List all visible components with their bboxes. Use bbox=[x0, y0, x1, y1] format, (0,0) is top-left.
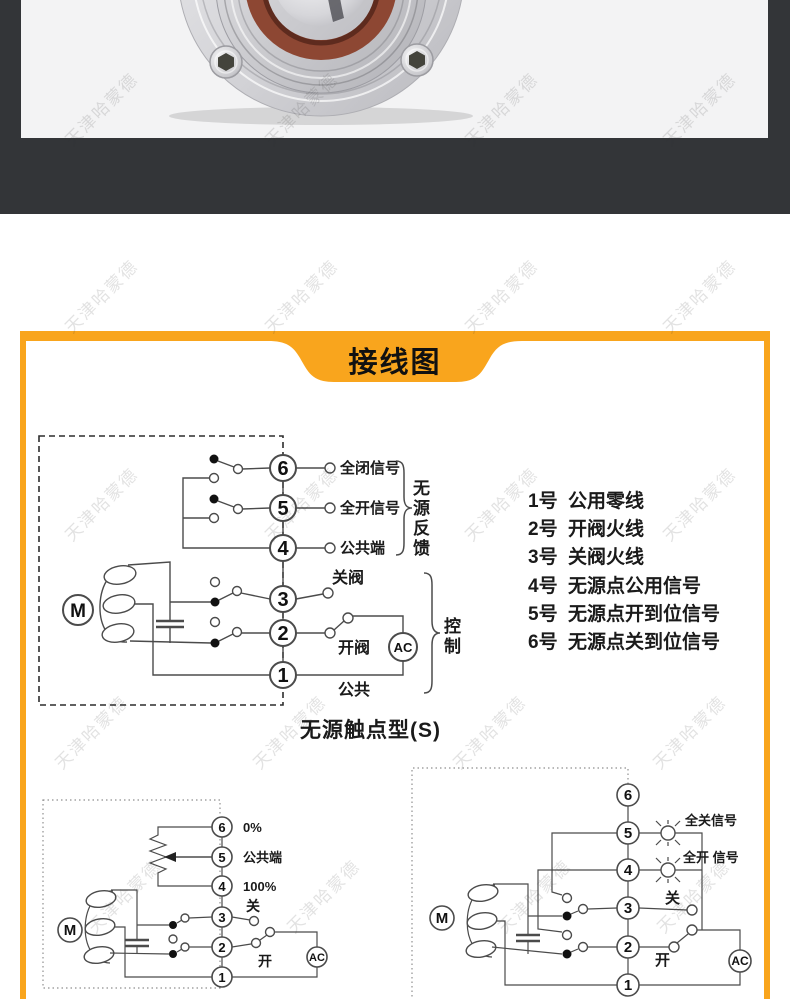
label-0pct: 0% bbox=[243, 820, 262, 835]
hex-screw-left bbox=[209, 45, 243, 79]
label-fully-closed-signal: 全关信号 bbox=[684, 813, 737, 828]
product-photo bbox=[21, 0, 768, 138]
list-item: 5号无源点开到位信号 bbox=[528, 604, 721, 625]
polished-dome bbox=[278, 0, 364, 26]
open-signal-lamp bbox=[639, 857, 681, 883]
terminal-4: 4 bbox=[624, 862, 633, 879]
wiring-section: 接线图 M bbox=[20, 331, 770, 999]
control-group-label: 控制 bbox=[441, 617, 460, 657]
wiring-diagram-potentiometer: M bbox=[42, 799, 328, 989]
motor-label: M bbox=[64, 922, 77, 939]
list-item: 3号关阀火线 bbox=[528, 547, 645, 568]
label-open-signal: 全开信号 bbox=[339, 499, 400, 517]
ac-source-label: AC bbox=[731, 954, 749, 968]
control-brace bbox=[423, 572, 441, 694]
motor-label: M bbox=[436, 910, 449, 927]
terminal-4: 4 bbox=[218, 879, 226, 894]
photo-section bbox=[0, 0, 790, 138]
banner-title: 接线图 bbox=[348, 346, 441, 379]
terminal-5: 5 bbox=[218, 850, 225, 865]
terminal-5: 5 bbox=[624, 825, 632, 842]
dark-divider-band bbox=[0, 138, 790, 214]
label-close: 关 bbox=[665, 889, 680, 907]
wiring-diagram-lamp: M bbox=[411, 767, 752, 999]
label-close-signal: 全闭信号 bbox=[339, 459, 400, 477]
label-100pct: 100% bbox=[243, 879, 277, 894]
terminal-1: 1 bbox=[624, 977, 632, 994]
list-item: 4号无源点公用信号 bbox=[528, 576, 702, 597]
label-open-valve: 开阀 bbox=[338, 638, 370, 657]
section-banner: 接线图 bbox=[26, 331, 764, 382]
terminal-2: 2 bbox=[277, 623, 288, 645]
motor-label: M bbox=[70, 601, 86, 622]
diagram-caption: 无源触点型(S) bbox=[300, 719, 441, 742]
terminal-strip: 6 5 4 3 2 1 bbox=[269, 454, 297, 689]
label-common-terminal: 公共端 bbox=[340, 539, 385, 557]
terminal-6: 6 bbox=[218, 820, 225, 835]
feedback-group-label: 无源反馈 bbox=[410, 479, 429, 559]
terminal-strip: 6 5 4 3 2 1 bbox=[211, 816, 233, 988]
terminal-3: 3 bbox=[624, 900, 632, 917]
list-item: 2号开阀火线 bbox=[528, 519, 645, 540]
terminal-6: 6 bbox=[624, 787, 632, 804]
terminal-1: 1 bbox=[218, 970, 225, 985]
list-item: 6号无源点关到位信号 bbox=[528, 632, 721, 653]
label-open: 开 bbox=[655, 952, 670, 969]
wiper-arrow bbox=[164, 852, 176, 862]
terminal-2: 2 bbox=[624, 939, 632, 956]
label-close: 关 bbox=[246, 898, 260, 914]
label-common-terminal: 公共端 bbox=[243, 850, 282, 865]
red-gasket-ring bbox=[246, 0, 396, 60]
label-fully-open-signal: 全开 信号 bbox=[682, 850, 739, 865]
terminal-3: 3 bbox=[218, 910, 225, 925]
terminal-5: 5 bbox=[277, 498, 288, 520]
label-open: 开 bbox=[258, 953, 272, 969]
ac-source-label: AC bbox=[309, 952, 325, 964]
terminal-4: 4 bbox=[277, 538, 289, 560]
terminal-3: 3 bbox=[277, 589, 288, 611]
close-signal-lamp bbox=[639, 820, 681, 846]
ac-source-label: AC bbox=[394, 640, 413, 655]
terminal-2: 2 bbox=[218, 940, 225, 955]
terminal-6: 6 bbox=[277, 458, 288, 480]
terminal-1: 1 bbox=[277, 665, 288, 687]
hex-screw-right bbox=[400, 43, 434, 77]
list-item: 1号公用零线 bbox=[528, 491, 645, 512]
label-close-valve: 关阀 bbox=[332, 568, 364, 587]
feedback-brace bbox=[395, 460, 413, 556]
terminal-strip: 6 5 4 3 2 1 bbox=[616, 783, 640, 997]
label-common: 公共 bbox=[338, 681, 370, 699]
wiring-diagram-main: M bbox=[38, 435, 441, 706]
stainless-flange-photo bbox=[169, 0, 473, 125]
